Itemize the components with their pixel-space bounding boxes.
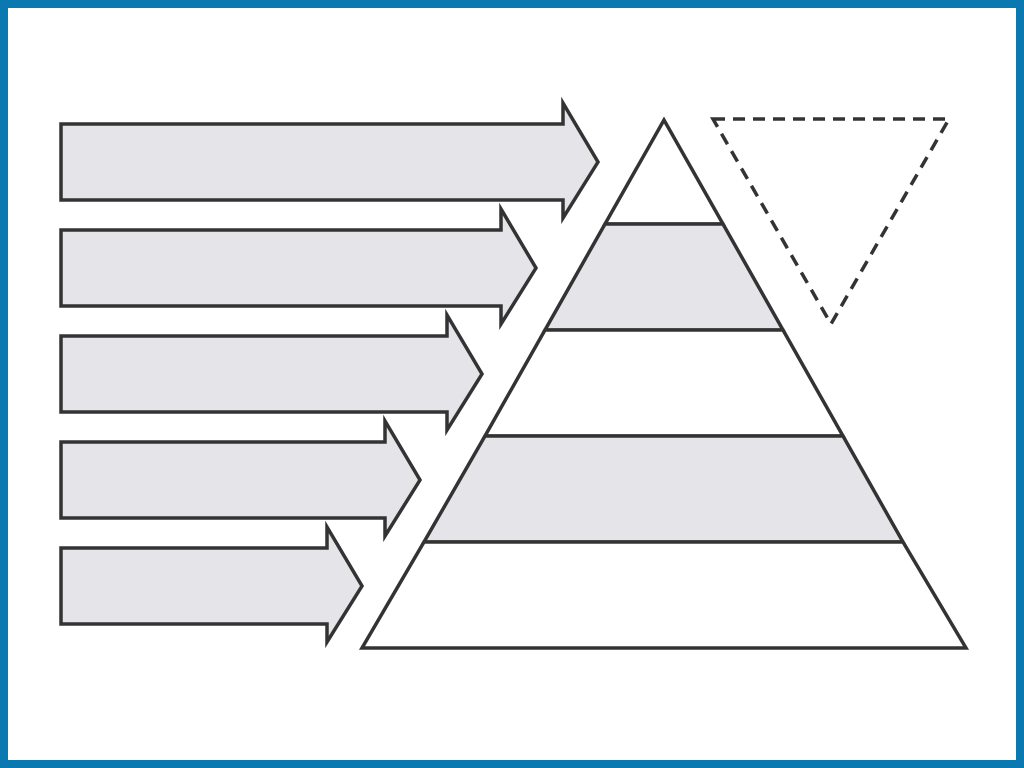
- pyramid-level-5: [358, 540, 970, 650]
- arrow-5: [59, 520, 365, 649]
- pyramid-level-4: [420, 434, 907, 544]
- arrow-4: [59, 414, 423, 543]
- pyramid-level-3: [481, 328, 847, 438]
- inverted-triangle-dashed: [709, 117, 953, 328]
- arrow-3: [59, 308, 485, 437]
- arrow-1: [59, 96, 601, 225]
- pyramid-level-1: [601, 116, 727, 226]
- pyramid-level-2: [541, 222, 787, 332]
- arrow-2: [59, 202, 539, 331]
